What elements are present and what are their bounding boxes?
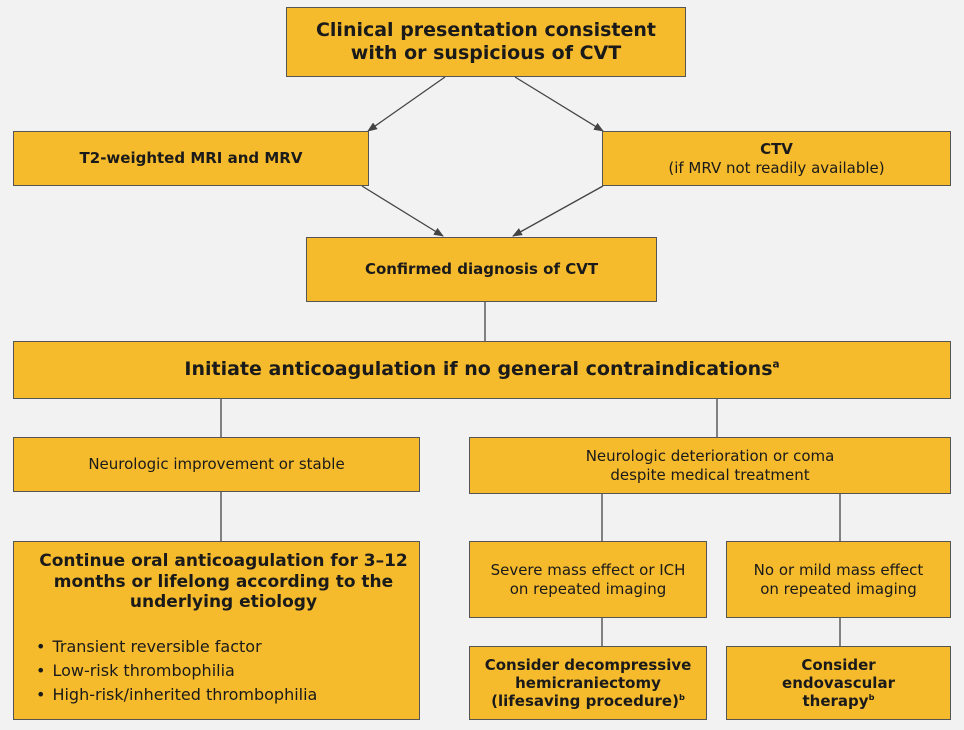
deterioration-line2: despite medical treatment — [610, 465, 810, 484]
etiology-item: Low-risk thrombophilia — [36, 659, 411, 683]
etiology-item: Transient reversible factor — [36, 635, 411, 659]
endovascular-line3: therapy — [802, 692, 869, 711]
etiology-list: Transient reversible factor Low-risk thr… — [36, 635, 411, 707]
improvement-box: Neurologic improvement or stable — [13, 437, 420, 492]
continue-line3: underlying etiology — [129, 592, 318, 613]
endovascular-line2: endovascular — [782, 673, 895, 692]
mild-line1: No or mild mass effect — [753, 561, 924, 580]
arrow-ctv-to-confirmed — [512, 185, 604, 237]
ctv-box: CTV (if MRV not readily available) — [602, 131, 951, 186]
arrow-mri-to-confirmed — [361, 185, 444, 237]
deterioration-box: Neurologic deterioration or coma despite… — [469, 437, 951, 494]
footnote-b: b — [678, 692, 685, 703]
presentation-box: Clinical presentation consistent with or… — [286, 7, 686, 77]
mri-box: T2-weighted MRI and MRV — [13, 131, 369, 186]
improvement-label: Neurologic improvement or stable — [88, 455, 345, 474]
ctv-label: CTV — [760, 140, 793, 159]
continue-line2: months or lifelong according to the — [53, 571, 394, 592]
hemicraniectomy-line1: Consider decompressive — [484, 655, 692, 674]
anticoagulation-box: Initiate anticoagulation if no general c… — [13, 341, 951, 399]
mild-line2: on repeated imaging — [760, 579, 917, 598]
continue-line1: Continue oral anticoagulation for 3–12 — [39, 551, 408, 571]
hemicraniectomy-line2: hemicraniectomy — [515, 673, 661, 692]
hemicraniectomy-box: Consider decompressive hemicraniectomy (… — [469, 646, 707, 720]
mri-label: T2-weighted MRI and MRV — [79, 149, 303, 168]
footnote-a: a — [772, 359, 780, 372]
endovascular-line3-wrap: therapyb — [803, 692, 875, 710]
severe-line1: Severe mass effect or ICH — [490, 561, 686, 580]
confirmed-label: Confirmed diagnosis of CVT — [364, 260, 599, 279]
continue-anticoagulation-box: Continue oral anticoagulation for 3–12 m… — [13, 541, 420, 720]
mild-mass-effect-box: No or mild mass effect on repeated imagi… — [726, 541, 951, 618]
anticoagulation-label: Initiate anticoagulation if no general c… — [184, 358, 773, 381]
footnote-b: b — [868, 692, 875, 703]
etiology-item: High-risk/inherited thrombophilia — [36, 683, 411, 707]
anticoagulation-text: Initiate anticoagulation if no general c… — [184, 358, 779, 381]
arrow-presentation-to-mri — [367, 76, 446, 132]
hemicraniectomy-line3-wrap: (lifesaving procedure)b — [491, 692, 685, 710]
endovascular-box: Consider endovascular therapyb — [726, 646, 951, 720]
arrow-presentation-to-ctv — [514, 76, 604, 132]
confirmed-box: Confirmed diagnosis of CVT — [306, 237, 657, 302]
presentation-line1: Clinical presentation consistent — [315, 18, 657, 41]
severe-mass-effect-box: Severe mass effect or ICH on repeated im… — [469, 541, 707, 618]
endovascular-line1: Consider — [801, 655, 876, 674]
severe-line2: on repeated imaging — [509, 579, 667, 598]
deterioration-line1: Neurologic deterioration or coma — [585, 447, 835, 466]
ctv-note: (if MRV not readily available) — [668, 158, 885, 177]
presentation-line2: with or suspicious of CVT — [350, 42, 622, 64]
hemicraniectomy-line3: (lifesaving procedure) — [491, 692, 679, 711]
